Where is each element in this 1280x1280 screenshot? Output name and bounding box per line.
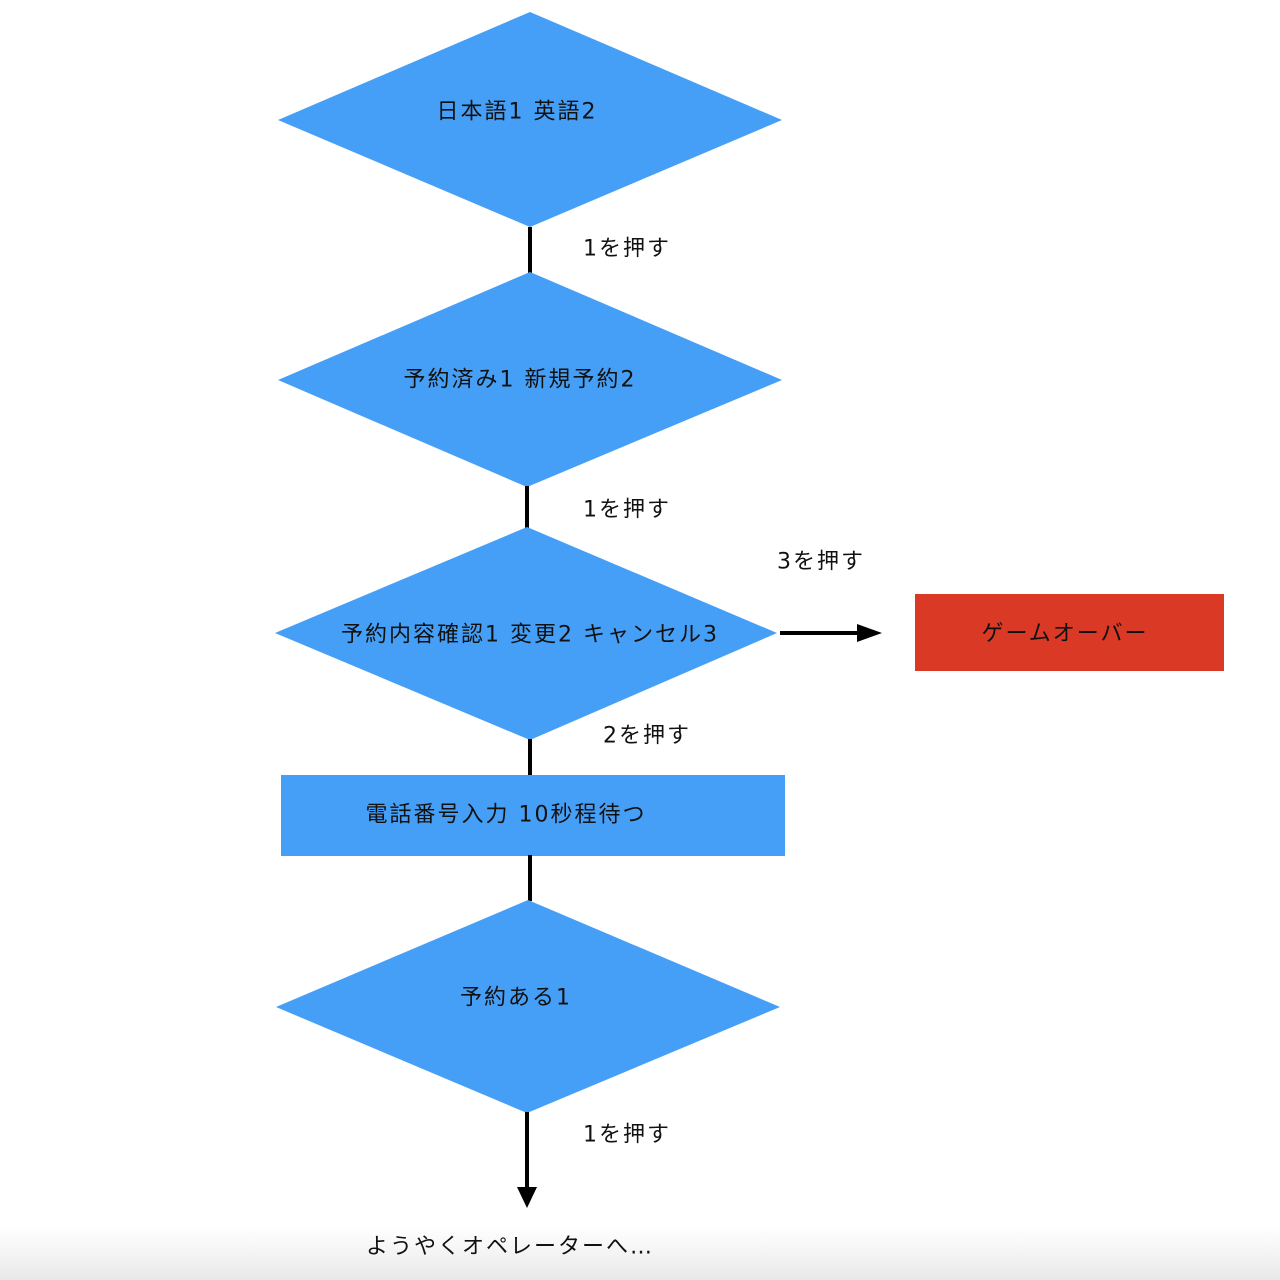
- process-box: [281, 775, 785, 856]
- node-language-select: 日本語1 英語2: [278, 12, 782, 227]
- edge-label: 1を押す: [583, 1123, 671, 1148]
- edge-label: 1を押す: [583, 498, 671, 523]
- node-phone-input: 電話番号入力 10秒程待つ: [281, 775, 785, 856]
- node-label: 予約ある1: [460, 986, 572, 1011]
- node-label: 予約内容確認1 変更2 キャンセル3: [341, 623, 719, 648]
- node-reservation-type: 予約済み1 新規予約2: [278, 272, 782, 487]
- decision-diamond: [278, 272, 782, 487]
- node-label: 予約済み1 新規予約2: [404, 368, 637, 393]
- edge-label: 1を押す: [583, 237, 671, 262]
- decision-diamond: [276, 900, 780, 1113]
- edge-menu-to-game-over: 3を押す: [777, 550, 882, 642]
- terminal-box: [915, 594, 1224, 671]
- node-reservation-menu: 予約内容確認1 変更2 キャンセル3: [275, 527, 777, 740]
- edge-type-to-menu: 1を押す: [525, 486, 671, 528]
- node-label: ゲームオーバー: [981, 622, 1148, 647]
- node-game-over: ゲームオーバー: [915, 594, 1224, 671]
- arrowhead-right: [857, 624, 882, 642]
- decision-diamond: [278, 12, 782, 227]
- node-reservation-exists: 予約ある1: [276, 900, 780, 1113]
- decision-diamond: [275, 527, 777, 740]
- node-label: 日本語1 英語2: [437, 100, 598, 125]
- bottom-fade: [0, 1226, 1280, 1280]
- edge-label: 3を押す: [777, 550, 865, 575]
- edge-language-to-type: 1を押す: [528, 227, 671, 273]
- edge-label: 2を押す: [603, 724, 691, 749]
- operator-caption: ようやくオペレーターへ…: [366, 1235, 654, 1260]
- edge-menu-to-phone: 2を押す: [528, 724, 691, 776]
- arrowhead-down: [517, 1187, 537, 1208]
- node-label: 電話番号入力 10秒程待つ: [366, 803, 647, 828]
- edge-exists-to-operator: 1を押す: [517, 1112, 671, 1208]
